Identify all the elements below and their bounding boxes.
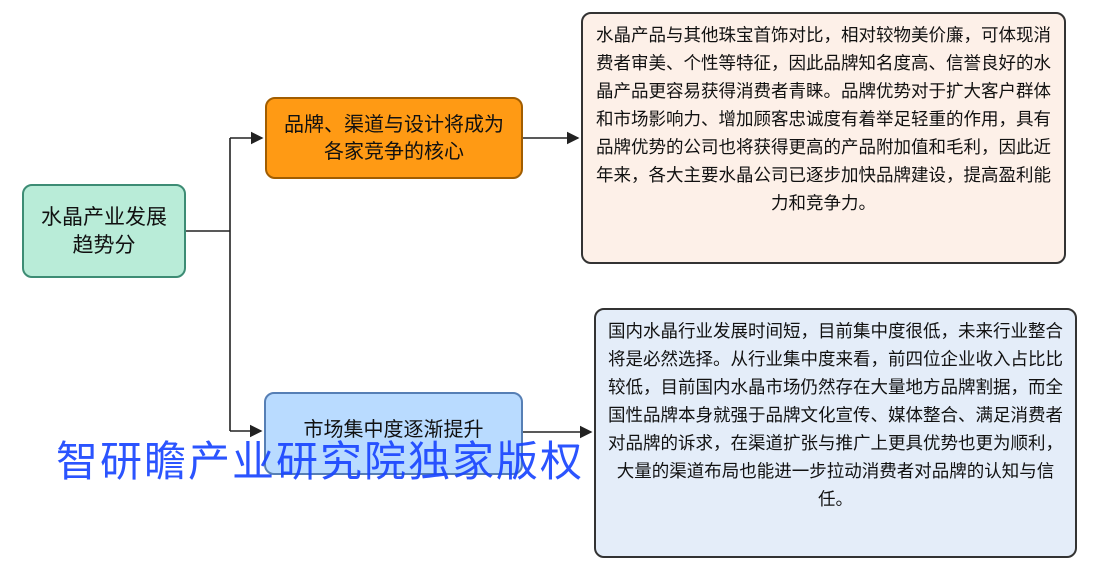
description-text: 水晶产品与其他珠宝首饰对比，相对较物美价廉，可体现消费者审美、个性等特征，因此品… (596, 26, 1051, 214)
root-label: 水晶产业发展趋势分 (41, 204, 167, 257)
description-text: 国内水晶行业发展时间短，目前集中度很低，未来行业整合将是必然选择。从行业集中度来… (608, 322, 1063, 510)
branch-node-brand-channel-design: 品牌、渠道与设计将成为各家竞争的核心 (265, 97, 523, 179)
description-box-brand: 水晶产品与其他珠宝首饰对比，相对较物美价廉，可体现消费者审美、个性等特征，因此品… (581, 12, 1066, 264)
root-node: 水晶产业发展趋势分 (22, 184, 186, 278)
description-box-market: 国内水晶行业发展时间短，目前集中度很低，未来行业整合将是必然选择。从行业集中度来… (594, 308, 1077, 558)
branch-label: 市场集中度逐渐提升 (303, 417, 484, 441)
branch-node-market-concentration: 市场集中度逐渐提升 (264, 392, 523, 475)
branch-label: 品牌、渠道与设计将成为各家竞争的核心 (284, 112, 504, 163)
watermark-text: 智研瞻产业研究院独家版权 (56, 437, 585, 486)
